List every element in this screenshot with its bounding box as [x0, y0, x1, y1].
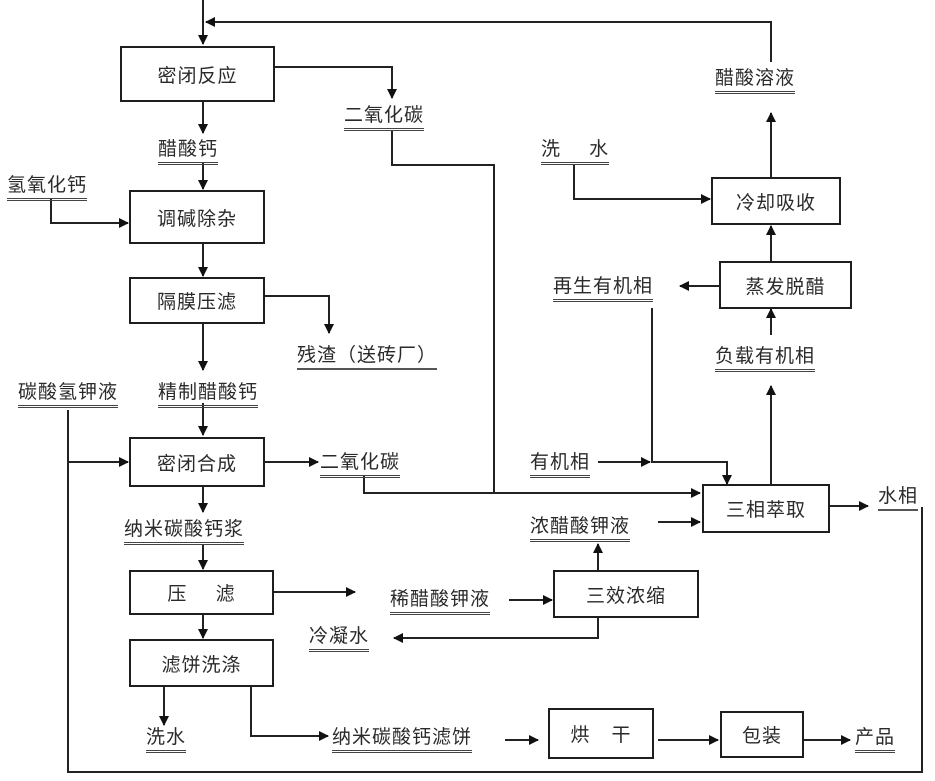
- box-label: 密闭合成: [156, 452, 237, 475]
- label-aqueous-phase: 水相: [878, 485, 919, 511]
- flow-line-wash-cake: [250, 686, 329, 741]
- flow-line-reaction-co2: [274, 66, 397, 99]
- box-triple-concentrate: 三效浓缩: [553, 570, 699, 618]
- box-alkali-adjust: 调碱除杂: [129, 190, 265, 244]
- label-product: 产品: [855, 726, 896, 753]
- label-dilute-kac: 稀醋酸钾液: [390, 588, 491, 615]
- box-label: 滤饼洗涤: [161, 653, 242, 676]
- label-wash-water-top: 洗 水: [541, 138, 610, 165]
- label-wash-water-bottom: 洗水: [146, 726, 187, 753]
- label-nano-caco3-slurry: 纳米碳酸钙浆: [124, 518, 245, 545]
- box-press-filter: 压 滤: [129, 570, 274, 615]
- box-label: 冷却吸收: [735, 191, 816, 214]
- box-evaporate-deacid: 蒸发脱醋: [719, 261, 852, 309]
- flow-line-washwater-cool: [573, 165, 711, 204]
- label-calcium-hydroxide: 氢氧化钙: [7, 174, 88, 201]
- label-residue: 残渣（送砖厂）: [297, 344, 438, 370]
- flow-line-co2-extract: [363, 476, 701, 498]
- box-label: 包装: [741, 725, 782, 747]
- flow-line-hydroxide-alkali: [50, 199, 129, 228]
- label-co2-mid: 二氧化碳: [320, 451, 401, 478]
- label-co2-top: 二氧化碳: [344, 104, 425, 131]
- flow-line-concentrate-condensate: [393, 617, 599, 643]
- box-label: 隔膜压滤: [156, 291, 237, 313]
- box-label: 蒸发脱醋: [745, 275, 826, 298]
- label-organic-phase: 有机相: [530, 451, 591, 478]
- box-label: 三相萃取: [725, 499, 806, 521]
- label-loaded-organic: 负载有机相: [715, 345, 816, 372]
- box-sealed-synthesis: 密闭合成: [129, 437, 265, 487]
- box-cake-wash: 滤饼洗涤: [129, 639, 274, 687]
- label-condensate: 冷凝水: [309, 625, 370, 652]
- label-khco3-solution: 碳酸氢钾液: [18, 381, 119, 408]
- box-three-phase-extract: 三相萃取: [702, 484, 830, 533]
- box-membrane-filter: 隔膜压滤: [129, 277, 265, 324]
- flow-line-regen-extract: [651, 308, 732, 485]
- box-label: 三效浓缩: [585, 584, 666, 607]
- flow-line-acetic-return: [205, 17, 772, 62]
- box-drying: 烘 干: [548, 708, 654, 759]
- label-regen-organic: 再生有机相: [553, 275, 654, 302]
- flow-line-co2-top-down: [391, 130, 495, 493]
- box-sealed-reaction: 密闭反应: [120, 46, 275, 102]
- label-refined-calcium-acetate: 精制醋酸钙: [158, 381, 259, 408]
- box-label: 烘 干: [570, 724, 632, 746]
- box-packaging: 包装: [720, 711, 804, 758]
- label-acetic-solution: 醋酸溶液: [715, 67, 796, 94]
- box-cool-absorb: 冷却吸收: [711, 177, 841, 225]
- flow-line-membrane-residue: [265, 295, 334, 334]
- box-label: 调碱除杂: [156, 207, 237, 230]
- label-nano-caco3-cake: 纳米碳酸钙滤饼: [332, 726, 473, 753]
- label-calcium-acetate: 醋酸钙: [158, 138, 219, 165]
- box-label: 压 滤: [167, 583, 236, 605]
- label-conc-kac: 浓醋酸钾液: [530, 515, 631, 542]
- box-label: 密闭反应: [157, 64, 238, 87]
- flow-line-aqueous-loop: [67, 410, 923, 773]
